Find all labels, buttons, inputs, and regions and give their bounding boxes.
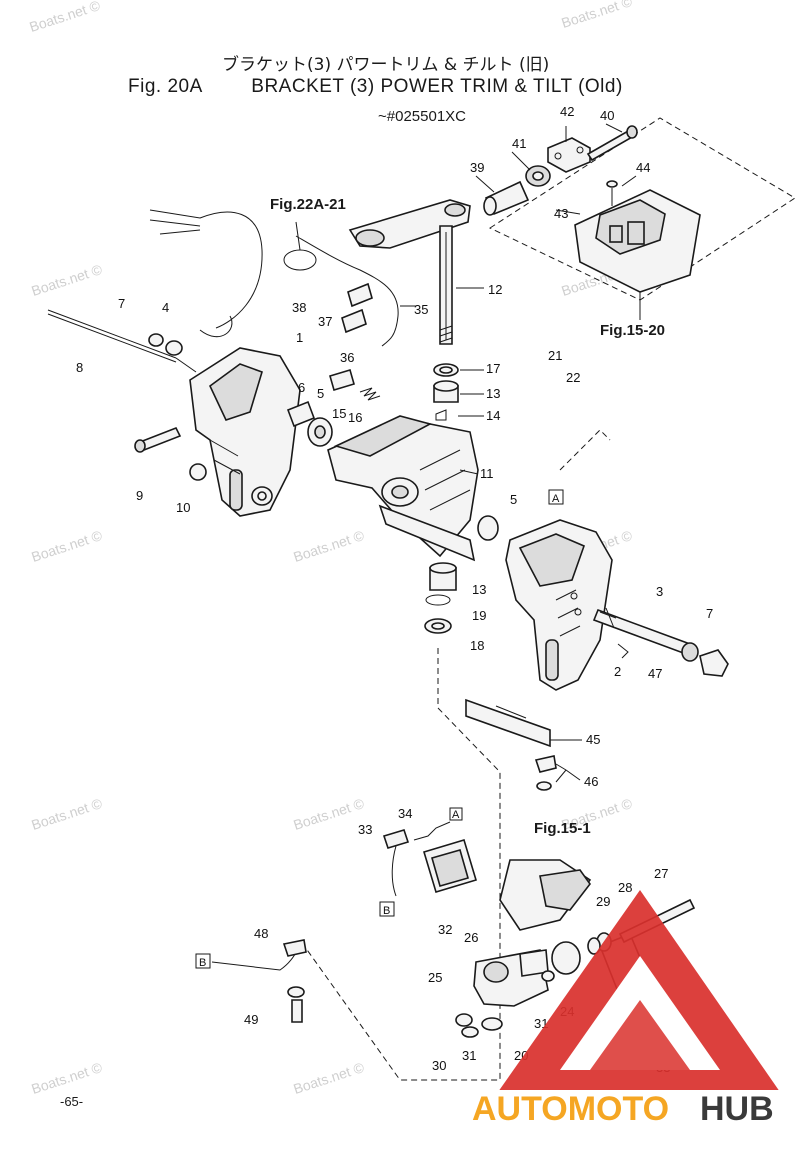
part-label: 30 <box>432 1058 446 1073</box>
stopper-plate <box>465 698 557 791</box>
part-label: 17 <box>486 361 500 376</box>
bushing-stack-lower <box>424 562 457 634</box>
diagram-title-english: Fig. 20A BRACKET (3) POWER TRIM & TILT (… <box>128 76 623 98</box>
part-label: 35 <box>414 302 428 317</box>
part-label: 14 <box>486 408 500 423</box>
part-label: 48 <box>254 926 268 941</box>
part-label: 36 <box>340 350 354 365</box>
clamp-bracket-left <box>189 347 301 517</box>
lower-cover-assembly <box>382 821 477 897</box>
part-label: 28 <box>618 880 632 895</box>
part-label: 29 <box>596 894 610 909</box>
cross-ref-fig22a21[interactable]: Fig.22A-21 <box>270 196 346 213</box>
part-label: 5 <box>317 386 324 401</box>
figure-label: Fig. 20A <box>128 76 202 97</box>
part-label: 18 <box>470 638 484 653</box>
ground-wire <box>211 939 307 1023</box>
part-label: 43 <box>554 206 568 221</box>
part-label: 13 <box>486 386 500 401</box>
part-label: 9 <box>136 488 143 503</box>
part-label: 13 <box>472 582 486 597</box>
clamp-bracket-right <box>505 519 613 691</box>
tilt-tube-bushings <box>286 282 381 447</box>
part-label: 31 <box>462 1048 476 1063</box>
part-label: 27 <box>654 866 668 881</box>
wiring-harness <box>149 209 399 347</box>
part-label: 1 <box>296 330 303 345</box>
part-label: 34 <box>398 806 412 821</box>
part-label: 39 <box>470 160 484 175</box>
serial-range: ~#025501XC <box>378 108 466 125</box>
page-number: -65- <box>60 1094 84 1109</box>
part-label: 3 <box>656 584 663 599</box>
figure-title: BRACKET (3) POWER TRIM & TILT (Old) <box>251 76 623 97</box>
connector-label-b: B <box>383 905 390 917</box>
part-label: 7 <box>706 606 713 621</box>
part-label: 2 <box>614 664 621 679</box>
part-label: 16 <box>348 410 362 425</box>
part-label: 15 <box>332 406 346 421</box>
part-label: 41 <box>512 136 526 151</box>
routing-line <box>559 429 611 471</box>
bushing-stack-upper <box>433 363 459 421</box>
part-label: 25 <box>428 970 442 985</box>
part-label: 21 <box>548 348 562 363</box>
connector-label-a: A <box>452 809 460 821</box>
part-label: 26 <box>464 930 478 945</box>
part-label: 6 <box>298 380 305 395</box>
routing-line <box>299 648 501 1081</box>
part-label: 47 <box>648 666 662 681</box>
part-label: 45 <box>586 732 600 747</box>
part-label: 11 <box>480 466 494 481</box>
part-label: 32 <box>438 922 452 937</box>
left-hardware <box>47 309 207 481</box>
part-label: 38 <box>292 300 306 315</box>
part-label: 19 <box>472 608 486 623</box>
connector-label-a: A <box>552 493 560 505</box>
cross-ref-fig1520[interactable]: Fig.15-20 <box>600 322 666 339</box>
part-label: 44 <box>636 160 650 175</box>
diagram-title-japanese: ブラケット(3) パワートリム & チルト (旧) <box>222 55 550 75</box>
steering-bolt-assembly <box>483 125 638 216</box>
connector-labels: A A B B <box>195 489 564 969</box>
logo-text-automoto: AUTOMOTO <box>472 1090 669 1128</box>
automotohub-logo: AUTOMOTO HUB <box>470 890 800 1128</box>
connector-label-b: B <box>199 957 206 969</box>
logo-text-hub: HUB <box>700 1090 774 1128</box>
part-label: 46 <box>584 774 598 789</box>
steering-arm <box>348 199 471 345</box>
tilt-shaft <box>592 607 729 677</box>
part-label: 37 <box>318 314 332 329</box>
cross-ref-fig151[interactable]: Fig.15-1 <box>534 820 591 837</box>
part-label: 10 <box>176 500 190 515</box>
part-label: 49 <box>244 1012 258 1027</box>
swivel-bracket <box>327 415 499 562</box>
part-label: 22 <box>566 370 580 385</box>
part-label: 40 <box>600 108 614 123</box>
part-label: 5 <box>510 492 517 507</box>
part-label: 7 <box>118 296 125 311</box>
part-label: 8 <box>76 360 83 375</box>
engine-mount-plate <box>488 117 796 320</box>
leader-lines <box>400 123 637 783</box>
part-label: 33 <box>358 822 372 837</box>
part-label: 12 <box>488 282 502 297</box>
part-label: 42 <box>560 104 574 119</box>
part-label: 4 <box>162 300 169 315</box>
